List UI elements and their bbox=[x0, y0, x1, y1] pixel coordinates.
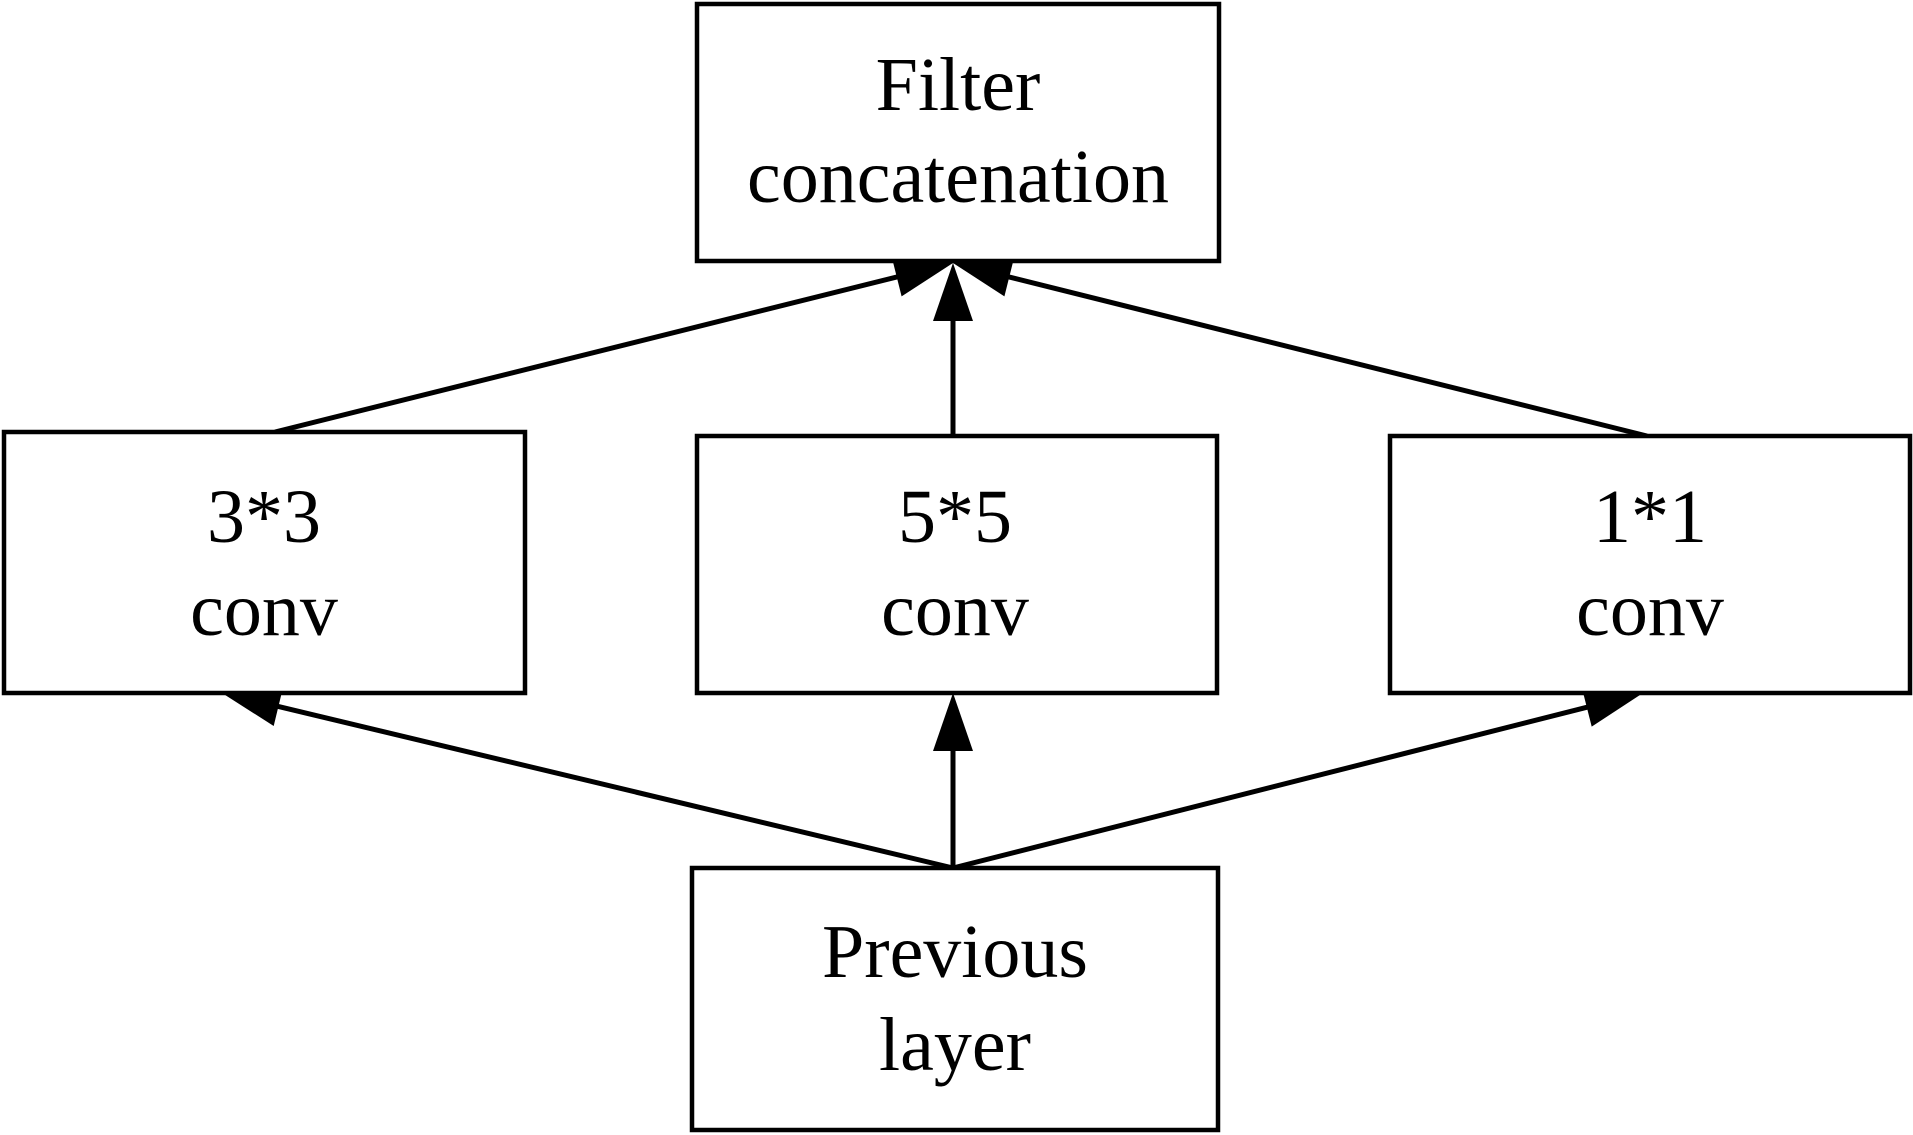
edge-prev-to-conv3 bbox=[222, 687, 954, 871]
node-box bbox=[694, 1, 1222, 264]
node-label-line-2: conv bbox=[881, 568, 1029, 652]
edge-line bbox=[952, 703, 1592, 871]
arrowhead-icon bbox=[891, 257, 953, 297]
edge-line bbox=[274, 273, 902, 435]
edges-layer bbox=[222, 257, 1648, 871]
node-previous-layer: Previous layer bbox=[689, 865, 1221, 1133]
node-conv-3x3: 3*3 conv bbox=[1, 429, 528, 696]
node-box bbox=[694, 433, 1220, 696]
node-label-line-2: conv bbox=[1576, 568, 1724, 652]
node-label-line-1: 3*3 bbox=[207, 475, 321, 559]
node-conv-5x5: 5*5 conv bbox=[694, 433, 1220, 696]
edge-line bbox=[273, 703, 954, 871]
edge-prev-to-conv1 bbox=[952, 687, 1643, 871]
node-label-line-2: concatenation bbox=[747, 135, 1169, 219]
edge-line bbox=[1004, 273, 1648, 439]
node-box bbox=[1387, 433, 1913, 696]
edge-conv1-to-filter bbox=[953, 257, 1648, 439]
node-label-line-2: conv bbox=[190, 568, 338, 652]
node-box bbox=[689, 865, 1221, 1133]
edge-conv3-to-filter bbox=[274, 257, 953, 435]
node-label-line-2: layer bbox=[879, 1003, 1031, 1087]
edge-conv5-to-filter bbox=[933, 263, 973, 436]
node-label-line-1: Filter bbox=[876, 43, 1041, 127]
arrowhead-icon bbox=[222, 687, 284, 726]
node-label-line-1: Previous bbox=[822, 910, 1088, 994]
arrowhead-icon bbox=[933, 263, 973, 321]
arrowhead-icon bbox=[933, 693, 973, 751]
node-label-line-1: 1*1 bbox=[1593, 475, 1707, 559]
edge-prev-to-conv5 bbox=[933, 693, 973, 868]
arrowhead-icon bbox=[953, 257, 1015, 297]
node-label-line-1: 5*5 bbox=[898, 475, 1012, 559]
node-box bbox=[1, 429, 528, 696]
node-conv-1x1: 1*1 conv bbox=[1387, 433, 1913, 696]
arrowhead-icon bbox=[1581, 687, 1643, 727]
node-filter-concatenation: Filter concatenation bbox=[694, 1, 1222, 264]
